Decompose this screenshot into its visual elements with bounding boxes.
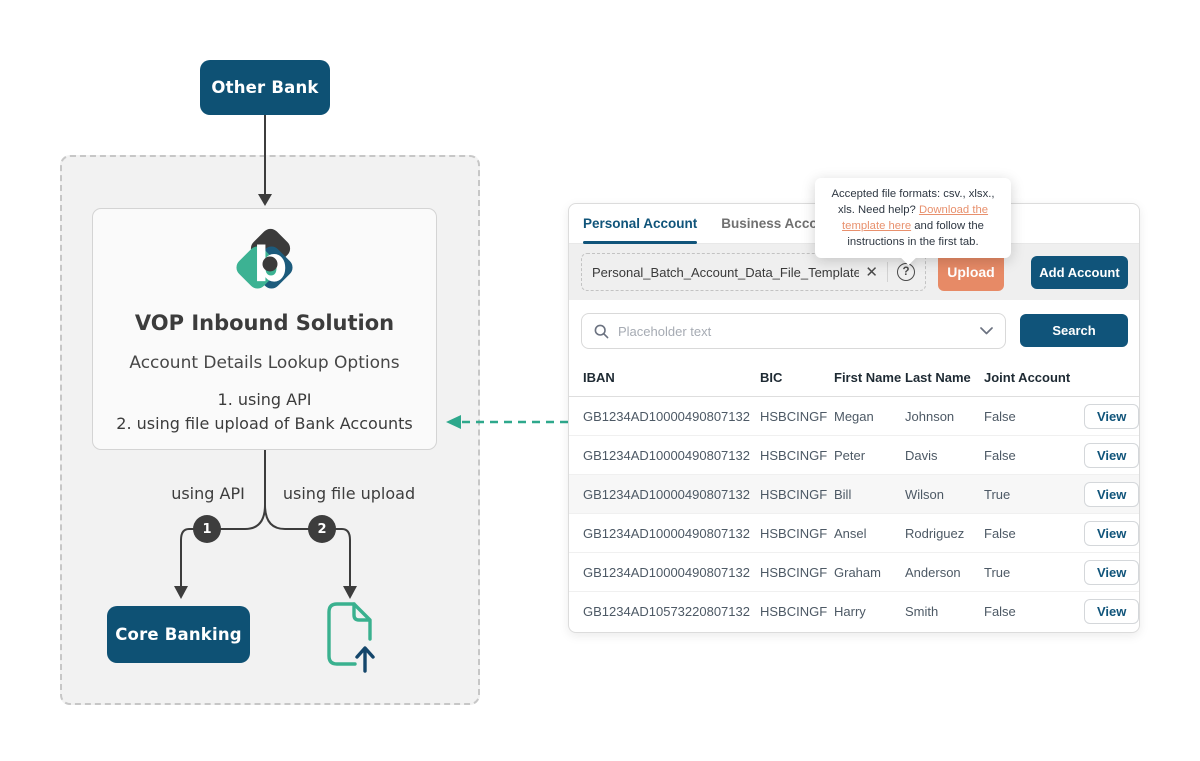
cell-iban: GB1234AD10000490807132 <box>583 525 750 541</box>
table-row: GB1234AD10000490807132 HSBCINGF Graham A… <box>569 553 1140 592</box>
cell-last-name: Johnson <box>905 408 955 424</box>
chip-divider <box>887 262 888 282</box>
cell-last-name: Davis <box>905 447 938 463</box>
vop-solution-card: b VOP Inbound Solution Account Details L… <box>92 208 437 450</box>
cell-iban: GB1234AD10000490807132 <box>583 486 750 502</box>
other-bank-label: Other Bank <box>211 78 319 97</box>
selected-file-chip: Personal_Batch_Account_Data_File_Templat… <box>581 253 926 291</box>
search-placeholder: Placeholder text <box>618 323 712 339</box>
view-button[interactable]: View <box>1084 442 1140 468</box>
cell-bic: HSBCINGF <box>760 604 828 619</box>
branch-label-file-upload: using file upload <box>282 484 416 503</box>
table-body: GB1234AD10000490807132 HSBCINGF Megan Jo… <box>569 397 1140 631</box>
view-button[interactable]: View <box>1084 599 1140 624</box>
download-template-link[interactable]: Download the template here <box>842 204 989 233</box>
selected-file-name: Personal_Batch_Account_Data_File_Templat… <box>592 264 860 280</box>
core-banking-node: Core Banking <box>107 606 250 663</box>
upload-bar: Personal_Batch_Account_Data_File_Templat… <box>569 244 1139 300</box>
search-row: Placeholder text Search <box>569 300 1139 359</box>
accounts-table: IBAN BIC First Name Last Name Joint Acco… <box>569 359 1140 631</box>
search-button[interactable]: Search <box>1020 314 1128 347</box>
chevron-down-icon[interactable] <box>980 327 993 335</box>
tooltip-text-1: Accepted file formats: csv., xlsx., xls.… <box>831 188 995 217</box>
cell-last-name: Rodriguez <box>905 525 965 541</box>
view-button[interactable]: View <box>1084 520 1140 546</box>
table-row: GB1234AD10000490807132 HSBCINGF Peter Da… <box>569 436 1140 475</box>
search-input[interactable]: Placeholder text <box>581 313 1006 349</box>
header-first-name: First Name <box>834 370 902 385</box>
cell-joint-account: False <box>984 604 1016 619</box>
table-row: GB1234AD10573220807132 HSBCINGF Harry Sm… <box>569 592 1140 631</box>
cell-first-name: Graham <box>834 564 881 580</box>
table-header-row: IBAN BIC First Name Last Name Joint Acco… <box>569 359 1139 397</box>
view-button[interactable]: View <box>1084 403 1140 429</box>
cell-first-name: Bill <box>834 486 852 502</box>
help-icon[interactable]: ? <box>897 263 915 281</box>
cell-last-name: Smith <box>905 604 939 619</box>
table-row: GB1234AD10000490807132 HSBCINGF Bill Wil… <box>569 475 1140 514</box>
cell-bic: HSBCINGF <box>760 525 828 541</box>
other-bank-node: Other Bank <box>200 60 330 115</box>
upload-help-tooltip: Accepted file formats: csv., xlsx., xls.… <box>815 178 1011 259</box>
view-button[interactable]: View <box>1084 559 1140 585</box>
cell-bic: HSBCINGF <box>760 447 828 463</box>
table-row: GB1234AD10000490807132 HSBCINGF Megan Jo… <box>569 397 1140 436</box>
cell-bic: HSBCINGF <box>760 564 828 580</box>
cell-first-name: Megan <box>834 408 874 424</box>
cell-first-name: Ansel <box>834 525 867 541</box>
remove-file-icon[interactable]: ✕ <box>865 263 878 281</box>
cell-iban: GB1234AD10000490807132 <box>583 447 750 463</box>
header-last-name: Last Name <box>905 370 971 385</box>
cell-iban: GB1234AD10000490807132 <box>583 408 750 424</box>
solution-title: VOP Inbound Solution <box>134 311 395 335</box>
cell-joint-account: False <box>984 408 1016 424</box>
vop-logo-icon: b <box>235 228 293 293</box>
tab-personal-account[interactable]: Personal Account <box>583 204 698 244</box>
branch-number-2: 2 <box>308 515 336 543</box>
file-upload-icon <box>327 602 375 673</box>
cell-bic: HSBCINGF <box>760 486 828 502</box>
cell-joint-account: False <box>984 447 1016 463</box>
cell-joint-account: True <box>984 564 1011 580</box>
table-row: GB1234AD10000490807132 HSBCINGF Ansel Ro… <box>569 514 1140 553</box>
account-panel: Personal Account Business Account Person… <box>568 203 1140 633</box>
core-banking-label: Core Banking <box>115 625 242 644</box>
cell-joint-account: True <box>984 486 1011 502</box>
solution-option-1: 1. using API <box>217 390 312 409</box>
view-button[interactable]: View <box>1084 481 1140 507</box>
tab-business-account[interactable]: Business Account <box>721 216 839 231</box>
cell-iban: GB1234AD10000490807132 <box>583 564 750 580</box>
header-bic: BIC <box>760 370 783 385</box>
header-iban: IBAN <box>583 370 615 385</box>
add-account-button[interactable]: Add Account <box>1031 256 1128 289</box>
upload-button[interactable]: Upload <box>938 253 1004 291</box>
search-icon <box>594 324 609 338</box>
branch-number-1: 1 <box>193 515 221 543</box>
cell-iban: GB1234AD10573220807132 <box>583 604 750 619</box>
tooltip-text-2: and follow the instructions in the first… <box>847 220 984 249</box>
cell-bic: HSBCINGF <box>760 408 828 424</box>
cell-first-name: Peter <box>834 447 866 463</box>
cell-first-name: Harry <box>834 604 866 619</box>
solution-option-2: 2. using file upload of Bank Accounts <box>116 414 413 433</box>
header-joint-account: Joint Account <box>984 370 1071 385</box>
cell-joint-account: False <box>984 525 1016 541</box>
cell-last-name: Wilson <box>905 486 945 502</box>
cell-last-name: Anderson <box>905 564 961 580</box>
branch-label-api: using API <box>171 484 245 503</box>
solution-subtitle: Account Details Lookup Options <box>129 353 400 373</box>
